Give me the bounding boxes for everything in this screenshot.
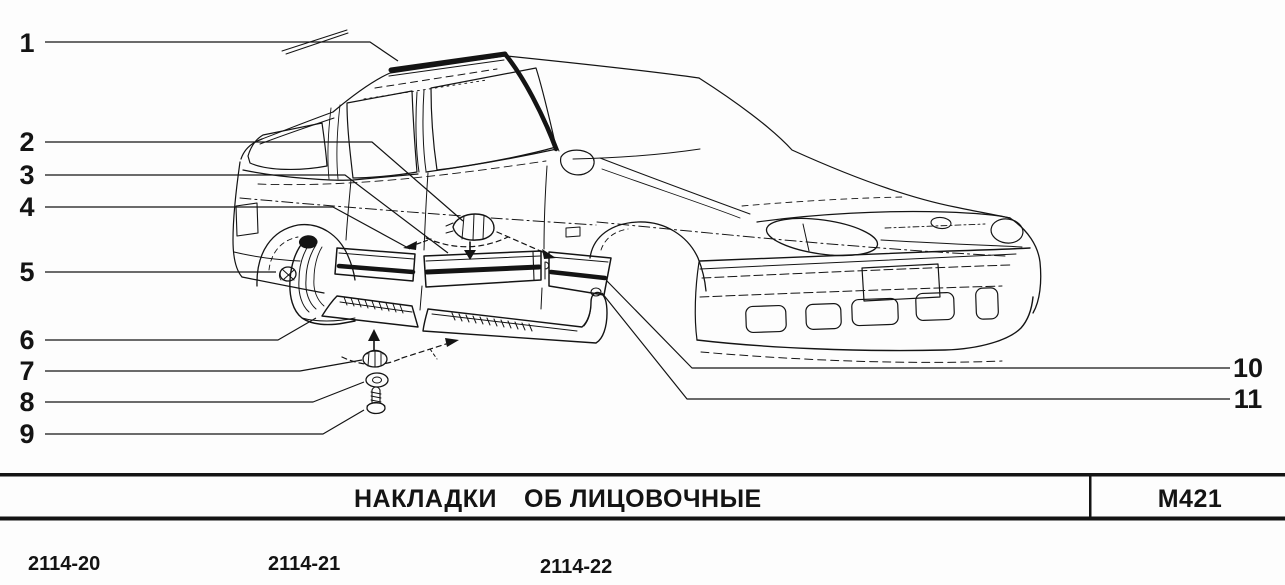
- figure-title-word1: НАКЛАДКИ: [354, 485, 497, 513]
- leader-4: [45, 206, 411, 250]
- rear-sill-trim: [321, 295, 419, 328]
- model-code-2: 2114-21: [268, 553, 340, 575]
- headlight: [765, 217, 879, 257]
- install-arrows: [403, 231, 556, 260]
- callout-number-11: 11: [1234, 384, 1263, 414]
- side-repeater: [565, 226, 581, 238]
- license-plate-recess: [861, 263, 941, 302]
- callout-number-3: 3: [19, 160, 34, 190]
- footer-title-bar: НАКЛАДКИ ОБ ЛИЦОВОЧНЫЕ М421: [0, 473, 1285, 521]
- rear-door-window: [346, 90, 418, 179]
- roof-molding-strip: [388, 51, 508, 73]
- callout-number-6: 6: [19, 325, 34, 355]
- model-code-1: 2114-20: [28, 553, 100, 575]
- callout-numbers: 1 2 3 4 5 6 7 8 9 10 11: [19, 28, 1263, 449]
- callout-number-4: 4: [19, 192, 34, 222]
- front-door-molding: [423, 250, 542, 288]
- brand-badge: [930, 216, 952, 230]
- screw-icon: [366, 386, 386, 415]
- leader-1: [45, 41, 399, 62]
- callout-number-9: 9: [19, 419, 34, 449]
- bumper-vent: [851, 297, 899, 327]
- bumper-vent: [975, 287, 999, 320]
- rear-splash-guard: [289, 235, 356, 326]
- leader-9: [45, 409, 365, 435]
- sheet-code: М421: [1158, 485, 1223, 513]
- washer-icon: [365, 372, 389, 388]
- c-pillar: [327, 104, 341, 180]
- a-pillar-molding: [502, 51, 559, 152]
- clip-icon-2: [362, 349, 388, 368]
- leader-11: [601, 292, 1230, 400]
- title-bar-top-rule: [0, 473, 1285, 477]
- callout-number-7: 7: [19, 356, 34, 386]
- leader-lines: [45, 41, 1230, 435]
- sill-install-arrows: [341, 329, 459, 366]
- leader-10: [606, 280, 1230, 369]
- taillight: [235, 202, 259, 237]
- sill-trims: [321, 287, 608, 344]
- quarter-window: [247, 122, 328, 171]
- front-sill-trim: [422, 291, 608, 344]
- car-body-drawing: [232, 29, 1042, 363]
- bumper-vent: [745, 304, 787, 334]
- b-pillar: [415, 89, 427, 173]
- model-codes-row: 2114-20 2114-21 2114-22: [28, 553, 612, 578]
- rear-door-molding: [334, 247, 416, 282]
- side-mirror: [559, 149, 595, 176]
- callout-number-10: 10: [1233, 353, 1263, 383]
- leader-2: [45, 141, 464, 222]
- figure-title-word2: ОБ ЛИЦОВОЧНЫЕ: [524, 485, 762, 513]
- leader-7: [45, 359, 363, 372]
- title-bar-divider: [1089, 473, 1092, 521]
- callout-number-5: 5: [19, 257, 34, 287]
- bumper-vent: [915, 291, 955, 322]
- leader-6: [45, 317, 317, 341]
- title-bar-bottom-rule: [0, 516, 1285, 521]
- callout-number-2: 2: [19, 127, 34, 157]
- model-code-3: 2114-22: [540, 556, 612, 578]
- bumper-vent: [805, 303, 842, 330]
- front-door-window: [430, 67, 557, 171]
- bolt-icon: [278, 266, 297, 282]
- antenna-line: [281, 29, 349, 55]
- callout-number-1: 1: [19, 28, 34, 58]
- front-bumper: [699, 247, 1031, 262]
- leader-3: [45, 174, 449, 254]
- turn-lamp: [990, 218, 1024, 244]
- door-moldings: [334, 247, 612, 296]
- leader-8: [45, 381, 365, 403]
- clip-icon: [445, 213, 495, 241]
- callout-number-8: 8: [19, 387, 34, 417]
- fasteners: [278, 213, 556, 415]
